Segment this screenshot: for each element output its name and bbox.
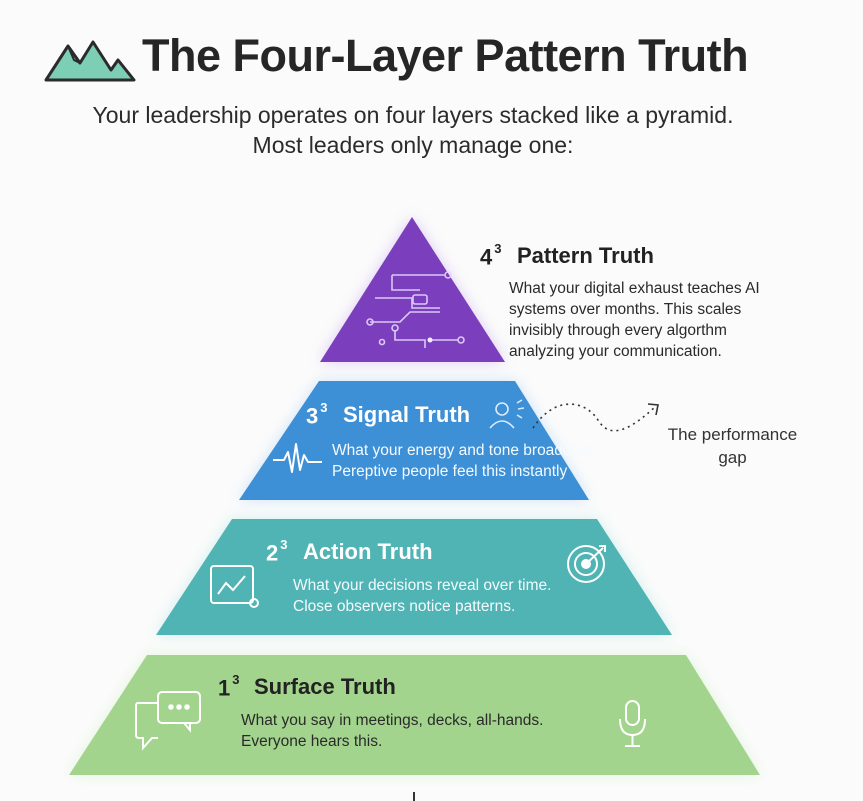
waveform-icon [273,443,322,473]
page-subtitle: Your leadership operates on four layers … [0,100,826,160]
page-title: The Four-Layer Pattern Truth [142,30,749,81]
subtitle-line-2: Most leaders only manage one: [252,132,574,158]
header: The Four-Layer Pattern Truth Your leader… [0,0,863,170]
layer-1-description: What you say in meetings, decks, all-han… [241,712,544,750]
person-signal-icon [489,399,525,429]
circuit-icon [366,271,465,348]
layer-2-description: What your decisions reveal over time. Cl… [293,577,552,615]
layer-1-shape [69,655,760,775]
subtitle-line-1: Your leadership operates on four layers … [92,102,734,128]
layer-3-title: Signal Truth [343,402,471,427]
layer-4-description: What your digital exhaust teaches AI sys… [509,280,760,360]
chart-icon [210,565,259,608]
layer-4-title: Pattern Truth [517,243,654,268]
layer-2-shape [156,519,672,635]
speech-bubble-icon [135,691,201,751]
layer-1-title: Surface Truth [254,674,396,699]
layer-2-title: Action Truth [303,539,433,564]
mountain-logo-icon [44,40,136,82]
target-icon [567,545,606,583]
performance-gap-arrow [532,403,659,432]
microphone-icon [619,700,646,747]
performance-gap-label: The performance gap [667,425,798,467]
layer-3-shape [239,381,589,500]
layer-3-description: What your energy and tone broadcast Pere… [332,442,592,480]
